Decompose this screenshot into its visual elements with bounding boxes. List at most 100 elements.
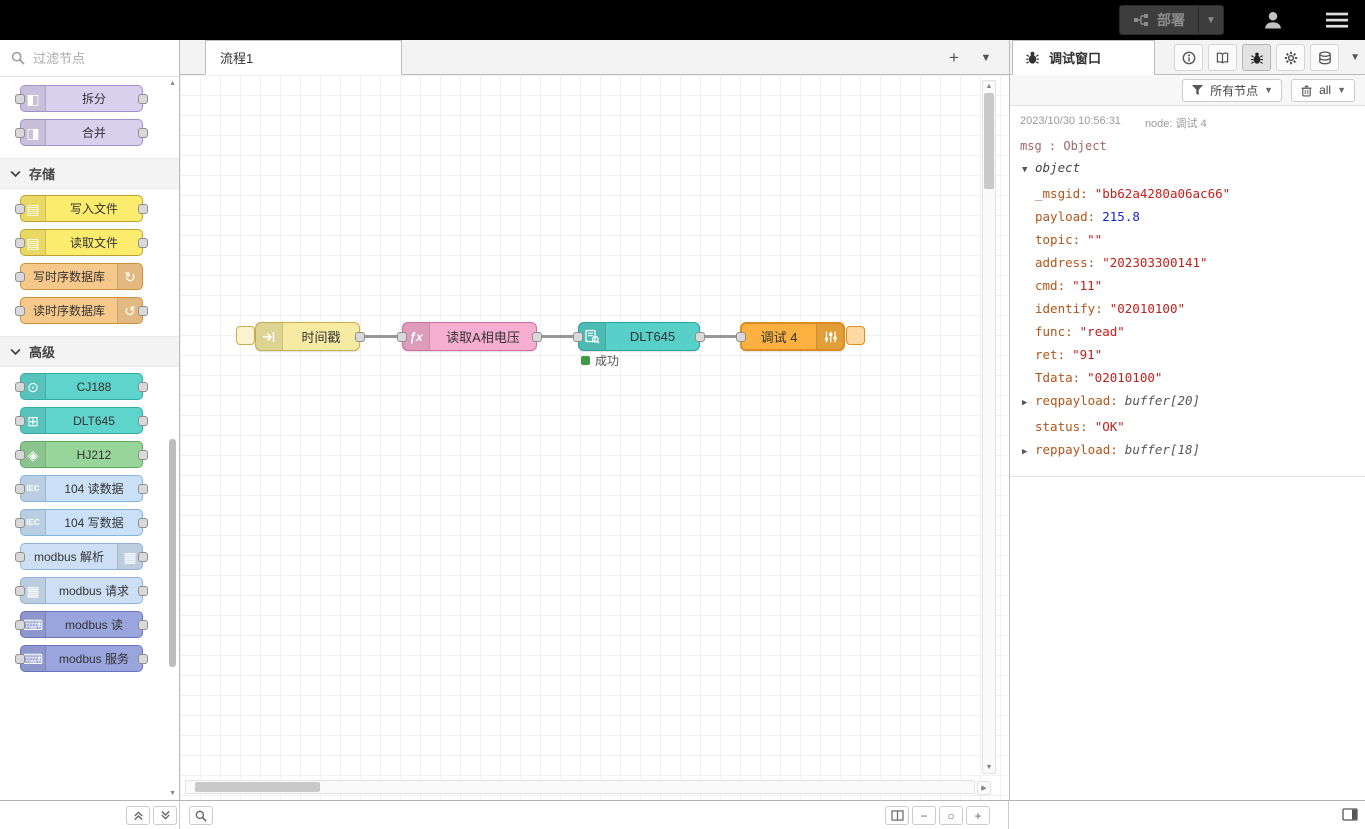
node-output-port [138, 415, 148, 426]
debug-property-value: "02010100" [1109, 301, 1185, 316]
palette-scroll-up-arrow[interactable]: ▲ [169, 80, 176, 87]
palette-scrollbar-thumb[interactable] [169, 439, 176, 667]
palette-scroll-area[interactable]: ◧ 拆分 ◨ 合并 存储 ▤ 写 [0, 77, 179, 800]
debug-property-value: 215.8 [1102, 209, 1140, 224]
zoom-out-button[interactable]: − [912, 806, 936, 825]
navigator-toggle-button[interactable] [885, 806, 909, 825]
palette-node[interactable]: IEC 104 写数据 [15, 509, 148, 536]
flow-node-inject[interactable]: 时间戳 [255, 322, 365, 351]
trash-icon [1301, 85, 1312, 96]
palette-node-label: 104 读数据 [64, 482, 124, 496]
palette-node[interactable]: ◨ 合并 [15, 119, 148, 146]
collapse-categories-button[interactable] [126, 806, 150, 825]
debug-property-row[interactable]: ▶reqpayload:buffer[20] [1020, 389, 1355, 415]
zoom-in-button[interactable]: + [966, 806, 990, 825]
expand-caret-icon[interactable]: ▼ [1022, 165, 1028, 175]
flow-canvas[interactable]: 时间戳 ƒx 读取A相电压 DLT645 成功 [180, 75, 1009, 800]
palette-node[interactable]: ↺ 读时序数据库 [15, 297, 148, 324]
add-flow-button[interactable]: + [949, 47, 959, 67]
expand-categories-button[interactable] [153, 806, 177, 825]
tab-info[interactable] [1174, 44, 1203, 71]
debug-property-row[interactable]: identify:"02010100" [1020, 297, 1355, 320]
debug-msg-type: msg : Object [1020, 139, 1107, 153]
scroll-up-arrow[interactable]: ▲ [985, 83, 993, 90]
debug-property-row[interactable]: address:"202303300141" [1020, 251, 1355, 274]
flow-node-debug[interactable]: 调试 4 [736, 322, 845, 351]
palette-node[interactable]: ⊙ CJ188 [15, 373, 148, 400]
palette-category-storage[interactable]: 存储 [0, 158, 179, 189]
debug-property-row[interactable]: topic:"" [1020, 228, 1355, 251]
debug-source-node[interactable]: node: 调试 4 [1144, 118, 1207, 130]
database-icon [1318, 50, 1331, 64]
inject-trigger-button[interactable] [236, 326, 255, 345]
palette-filter-input[interactable] [33, 50, 168, 66]
vertical-scrollbar-thumb[interactable] [984, 93, 994, 189]
horizontal-scrollbar-thumb[interactable] [195, 782, 320, 792]
node-input-port[interactable] [736, 331, 746, 342]
node-output-port[interactable] [695, 331, 705, 342]
node-input-port[interactable] [573, 331, 583, 342]
scroll-right-arrow[interactable]: ▶ [977, 781, 991, 795]
node-input-port [15, 483, 25, 494]
canvas-search-button[interactable] [189, 806, 213, 825]
debug-property-row[interactable]: ▼object [1020, 156, 1355, 182]
debug-property-row[interactable]: cmd:"11" [1020, 274, 1355, 297]
sidebar-toggle-button[interactable] [1342, 808, 1358, 821]
debug-property-key: ret: [1035, 347, 1066, 362]
expand-caret-icon[interactable]: ▶ [1022, 398, 1028, 408]
deploy-icon [1133, 13, 1149, 27]
palette-node[interactable]: ▦ modbus 请求 [15, 577, 148, 604]
flow-node-function[interactable]: ƒx 读取A相电压 [397, 322, 542, 351]
tab-context-data[interactable] [1310, 44, 1339, 71]
palette-node-icon: ◨ [21, 120, 46, 145]
tab-debug-window[interactable]: 调试窗口 [1012, 40, 1155, 75]
expand-caret-icon[interactable]: ▶ [1022, 447, 1028, 457]
debug-filter-button[interactable]: 所有节点 ▼ [1182, 78, 1283, 102]
node-output-port[interactable] [532, 331, 542, 342]
canvas-vertical-scrollbar[interactable]: ▲ ▼ [982, 80, 996, 774]
palette-node[interactable]: ◈ HJ212 [15, 441, 148, 468]
debug-property-row[interactable]: ret:"91" [1020, 343, 1355, 366]
debug-property-row[interactable]: func:"read" [1020, 320, 1355, 343]
palette-node[interactable]: ↻ 写时序数据库 [15, 263, 143, 290]
inject-arrow-icon [256, 323, 283, 350]
palette-node[interactable]: ▦ modbus 解析 [15, 543, 148, 570]
palette-node[interactable]: ◧ 拆分 [15, 85, 148, 112]
debug-property-row[interactable]: status:"OK" [1020, 415, 1355, 438]
tab-debug[interactable] [1242, 44, 1271, 71]
sidebar-overflow-caret[interactable]: ▼ [1350, 52, 1360, 63]
palette-node[interactable]: ⊞ DLT645 [15, 407, 148, 434]
node-input-port [15, 203, 25, 214]
debug-toggle-button[interactable] [846, 326, 865, 345]
deploy-button[interactable]: 部署 ▼ [1119, 5, 1224, 35]
user-menu-button[interactable] [1262, 9, 1284, 31]
debug-clear-button[interactable]: all ▼ [1291, 78, 1355, 102]
deploy-options-caret[interactable]: ▼ [1198, 6, 1223, 34]
debug-property-row[interactable]: Tdata:"02010100" [1020, 366, 1355, 389]
node-output-port[interactable] [355, 331, 365, 342]
flow-node-dlt645[interactable]: DLT645 [573, 322, 705, 351]
palette-node[interactable]: ⌨ modbus 读 [15, 611, 148, 638]
flow-tab[interactable]: 流程1 [205, 40, 402, 75]
palette-category-advanced[interactable]: 高级 [0, 336, 179, 367]
tab-config-nodes[interactable] [1276, 44, 1305, 71]
main-menu-button[interactable] [1326, 11, 1348, 29]
debug-property-row[interactable]: _msgid:"bb62a4280a06ac66" [1020, 182, 1355, 205]
palette-node[interactable]: ▤ 读取文件 [15, 229, 148, 256]
palette-node-icon: ◈ [21, 442, 46, 467]
node-output-port [138, 305, 148, 316]
palette-scroll-down-arrow[interactable]: ▼ [169, 790, 176, 797]
debug-property-row[interactable]: payload:215.8 [1020, 205, 1355, 228]
sidebar-title: 调试窗口 [1049, 51, 1102, 66]
flow-wires [358, 335, 742, 339]
palette-node[interactable]: ⌨ modbus 服务 [15, 645, 148, 672]
debug-property-row[interactable]: ▶reppayload:buffer[18] [1020, 438, 1355, 464]
palette-node[interactable]: IEC 104 读数据 [15, 475, 148, 502]
scroll-down-arrow[interactable]: ▼ [985, 764, 993, 771]
tab-help[interactable] [1208, 44, 1237, 71]
node-input-port[interactable] [397, 331, 407, 342]
palette-node[interactable]: ▤ 写入文件 [15, 195, 148, 222]
canvas-horizontal-scrollbar[interactable]: ▶ [185, 780, 991, 795]
flow-list-button[interactable]: ▼ [980, 51, 992, 64]
zoom-reset-button[interactable]: ○ [939, 806, 963, 825]
